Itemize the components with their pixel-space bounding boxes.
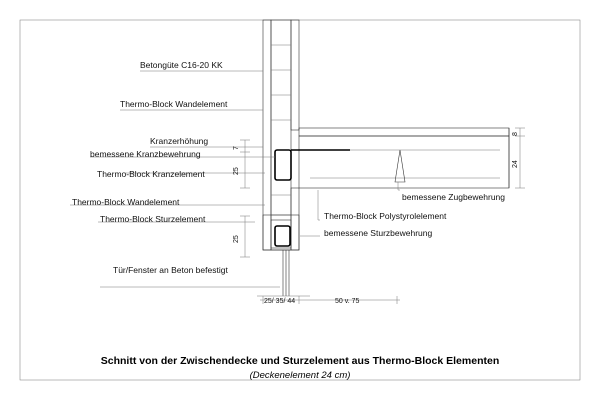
dim-wall-width: 25/ 35/ 44 — [264, 298, 295, 305]
label-sturzelement: Thermo-Block Sturzelement — [100, 214, 206, 224]
label-tuer-fenster: Tür/Fenster an Beton befestigt — [113, 265, 228, 275]
dim-slab: 24 — [512, 160, 519, 168]
label-wandelement-bottom: Thermo-Block Wandelement — [72, 197, 180, 207]
label-wandelement-top: Thermo-Block Wandelement — [120, 99, 228, 109]
floor-slab — [298, 127, 510, 189]
drawing-title: Schnitt von der Zwischendecke und Sturze… — [100, 355, 500, 367]
leader-lines — [70, 70, 525, 304]
label-kranzbewehrung: bemessene Kranzbewehrung — [90, 149, 201, 159]
sturz-rebar — [274, 225, 291, 247]
dim-slab-span: 50 v. 75 — [335, 298, 359, 305]
label-polystyrol: Thermo-Block Polystyrolelement — [324, 211, 447, 221]
label-betongute: Betongüte C16-20 KK — [140, 60, 223, 70]
label-sturzbewehrung: bemessene Sturzbewehrung — [324, 228, 432, 238]
dim-kranz: 25 — [233, 167, 240, 175]
dim-slab-top: 8 — [512, 132, 519, 136]
label-kranzelement: Thermo-Block Kranzelement — [97, 169, 205, 179]
drawing-frame — [19, 19, 581, 381]
dim-kranz-top: 7 — [233, 146, 240, 150]
kranz-rebar — [274, 149, 292, 181]
label-zugbewehrung: bemessene Zugbewehrung — [402, 192, 505, 202]
dim-sturz: 25 — [233, 235, 240, 243]
drawing-subtitle: (Deckenelement 24 cm) — [249, 370, 351, 381]
zugbewehrung-rib — [394, 149, 406, 183]
wall — [262, 19, 300, 251]
label-kranzerhohung: Kranzerhöhung — [150, 136, 208, 146]
door-frame — [282, 250, 290, 296]
